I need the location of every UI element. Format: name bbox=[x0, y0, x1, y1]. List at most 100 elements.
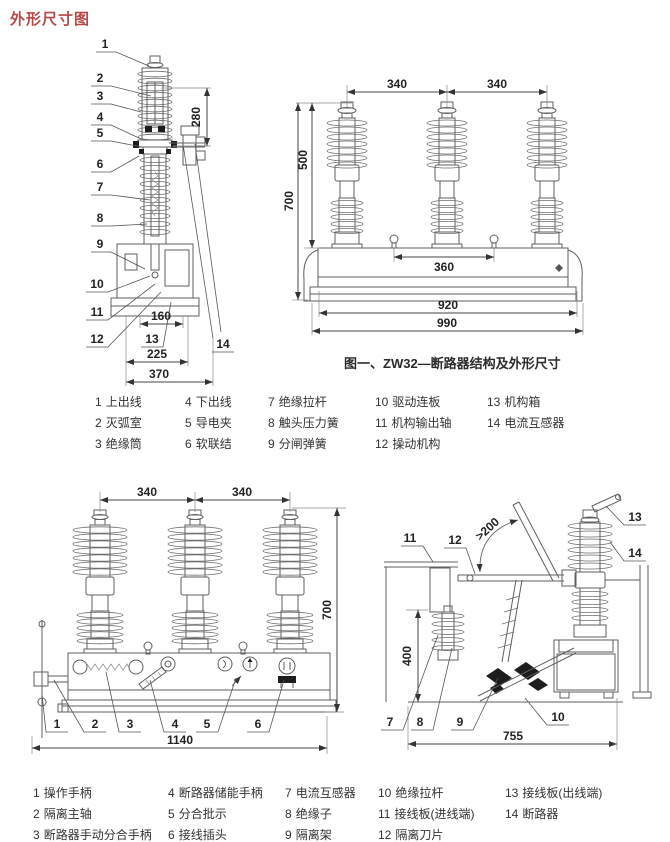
energy-storage-crank bbox=[138, 656, 176, 690]
manual-handle-spring bbox=[72, 659, 144, 675]
frame-marker bbox=[555, 264, 563, 272]
breaker-pole bbox=[567, 493, 622, 638]
figure2-side-view: >200 bbox=[381, 493, 652, 750]
dim-label: 340 bbox=[137, 485, 157, 499]
callout-label: 6 bbox=[255, 717, 262, 731]
callout-label: 7 bbox=[97, 180, 104, 194]
callout-label: 12 bbox=[448, 533, 462, 547]
breaker-frame bbox=[303, 247, 583, 302]
callout-label: 3 bbox=[127, 717, 134, 731]
operating-handle bbox=[512, 501, 560, 582]
callout-label: 13 bbox=[145, 332, 159, 346]
dim-label: 360 bbox=[434, 260, 454, 274]
dim-label: 755 bbox=[503, 729, 523, 743]
frame-plate bbox=[429, 567, 451, 613]
callout-label: 13 bbox=[628, 510, 642, 524]
dim-label: 990 bbox=[437, 316, 457, 330]
isolation-arm bbox=[457, 569, 577, 587]
pole-assembly bbox=[110, 55, 222, 339]
callout-label: 1 bbox=[54, 717, 61, 731]
callout-label: 5 bbox=[204, 717, 211, 731]
dim-label: >200 bbox=[473, 515, 503, 544]
callout-label: 2 bbox=[92, 717, 99, 731]
callout-label: 11 bbox=[91, 305, 104, 319]
callout-label: 9 bbox=[457, 715, 464, 729]
callout-label: 5 bbox=[97, 126, 104, 140]
callout-label: 7 bbox=[387, 715, 394, 729]
dim-label: 280 bbox=[189, 107, 203, 127]
callout-label: 12 bbox=[90, 332, 104, 346]
callout-label: 14 bbox=[216, 337, 230, 351]
callout-label: 9 bbox=[97, 237, 104, 251]
callout-label: 14 bbox=[628, 546, 642, 560]
figure1-front-view: 340 340 500 700 360 920 990 bbox=[282, 77, 584, 335]
callout-label: 10 bbox=[551, 710, 565, 724]
wiring-plug bbox=[278, 657, 296, 688]
incoming-terminal bbox=[384, 561, 458, 702]
isolation-blades bbox=[477, 647, 577, 702]
angle-arc bbox=[476, 519, 519, 573]
dim-label: 340 bbox=[387, 77, 407, 91]
dim-label: 920 bbox=[438, 298, 458, 312]
dim-label: 225 bbox=[147, 347, 167, 361]
dim-label: 370 bbox=[149, 367, 169, 381]
dim-label: 340 bbox=[232, 485, 252, 499]
pull-rod-insulator bbox=[497, 579, 523, 663]
support-insulator bbox=[431, 605, 465, 661]
dim-label: 700 bbox=[320, 600, 334, 620]
dim-label: 400 bbox=[400, 646, 414, 666]
dim-label: 340 bbox=[487, 77, 507, 91]
callout-label: 4 bbox=[97, 110, 104, 124]
figure1-caption: 图一、ZW32—断路器结构及外形尺寸 bbox=[344, 356, 561, 371]
mounting-bracket bbox=[180, 125, 206, 166]
page-title: 外形尺寸图 bbox=[10, 11, 91, 28]
position-indicators bbox=[217, 656, 258, 687]
dim-label: 700 bbox=[282, 191, 296, 211]
figure1-side-view: 280 160 225 370 1 2 3 4 5 6 7 8 9 bbox=[86, 37, 234, 386]
figure2-front-view: 1 2 3 4 5 6 340 340 700 1140 bbox=[31, 485, 346, 754]
callout-label: 6 bbox=[97, 157, 104, 171]
mechanism-box bbox=[116, 243, 194, 299]
side-mechanism-box bbox=[553, 565, 652, 699]
callout-label: 1 bbox=[102, 37, 109, 51]
dim-label: 500 bbox=[296, 150, 310, 170]
operating-rod bbox=[33, 620, 68, 738]
breaker-frame bbox=[57, 652, 337, 713]
callout-label: 8 bbox=[97, 211, 104, 225]
callout-label: 4 bbox=[172, 717, 179, 731]
callout-label: 3 bbox=[97, 89, 104, 103]
insulating-pull-rod bbox=[150, 155, 160, 237]
dim-label: 1140 bbox=[167, 733, 193, 747]
dim-label: 160 bbox=[151, 309, 171, 323]
callout-label: 2 bbox=[97, 71, 104, 85]
